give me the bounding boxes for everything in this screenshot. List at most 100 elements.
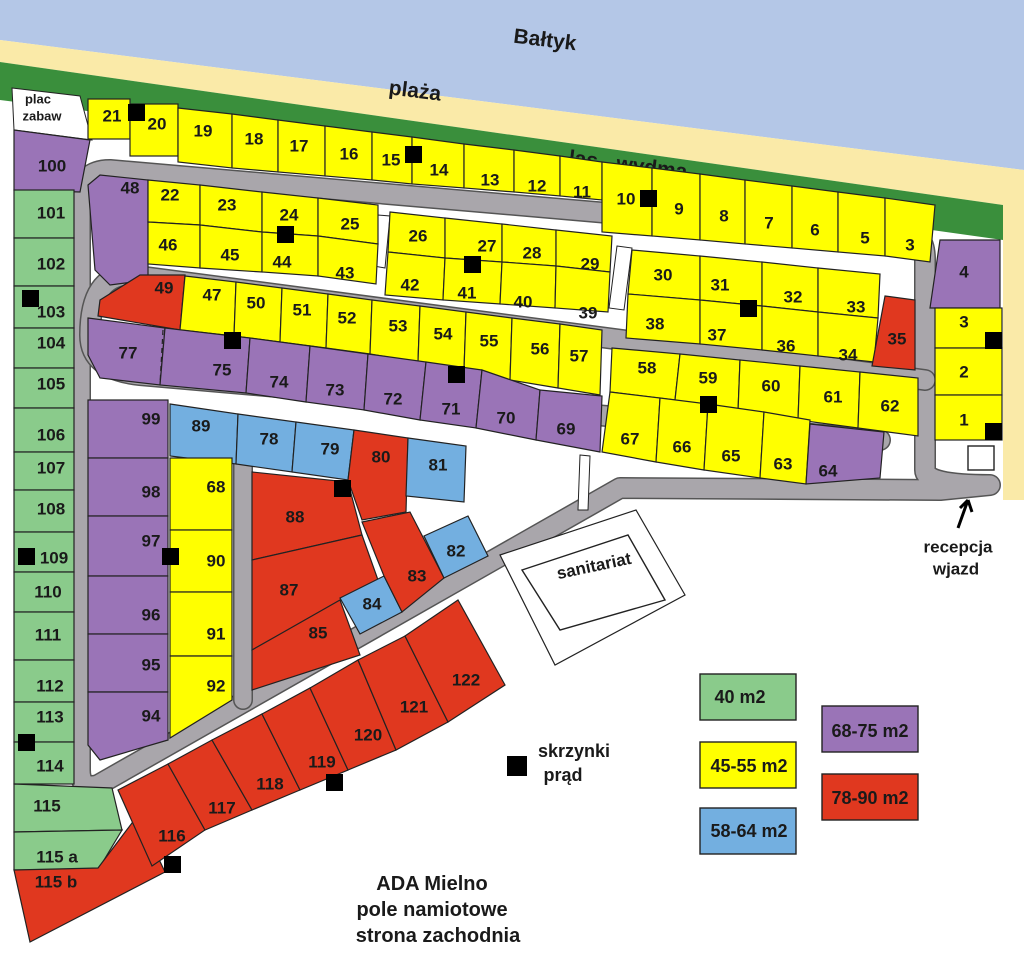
legend-swatch-purple: [821, 705, 919, 753]
plot-104-label: 104: [37, 334, 66, 353]
plot-91[interactable]: [169, 529, 233, 593]
plot-105[interactable]: [13, 367, 75, 409]
power-box-icon[interactable]: [985, 423, 1002, 440]
plot-99[interactable]: [87, 399, 169, 459]
plot-110[interactable]: [13, 571, 75, 613]
power-box-icon[interactable]: [700, 396, 717, 413]
plot-101[interactable]: [13, 189, 75, 239]
plot-106[interactable]: [13, 407, 75, 453]
plot-34-label: 33: [847, 298, 866, 317]
power-box-icon[interactable]: [405, 146, 422, 163]
plot-40-label: 39: [579, 304, 598, 323]
plot-35-label: 35: [888, 330, 907, 349]
plot-52-label: 51: [293, 301, 312, 320]
plot-69[interactable]: [535, 389, 603, 453]
plot-85[interactable]: [251, 599, 361, 691]
power-box-icon[interactable]: [464, 256, 481, 273]
plot-78-label: 78: [260, 430, 279, 449]
plot-97[interactable]: [87, 515, 169, 577]
plot-115[interactable]: [13, 783, 123, 833]
power-box-icon[interactable]: [326, 774, 343, 791]
plot-89-label: 89: [192, 417, 211, 436]
legend-power-box-icon: [507, 756, 527, 776]
plot-108[interactable]: [13, 489, 75, 533]
plot-94[interactable]: [87, 691, 169, 761]
plot-107[interactable]: [13, 451, 75, 491]
plot-95[interactable]: [87, 633, 169, 693]
plot-2[interactable]: [934, 347, 1003, 396]
plot-94-label: 94: [142, 707, 161, 726]
plot-84-label: 84: [363, 595, 382, 614]
legend-label-yellow: 45-55 m2: [710, 756, 787, 776]
power-box-icon[interactable]: [985, 332, 1002, 349]
plot-36-label: 34: [839, 346, 858, 365]
plot-29-label: 28: [523, 244, 542, 263]
plot-13-label: 12: [528, 177, 547, 196]
power-box-icon[interactable]: [640, 190, 657, 207]
plot-98[interactable]: [87, 457, 169, 517]
plot-40[interactable]: [554, 265, 611, 313]
plot-81[interactable]: [405, 437, 467, 503]
plot-16-label: 15: [382, 151, 401, 170]
sanitary-building[interactable]: [520, 534, 667, 631]
plot-5[interactable]: [884, 197, 936, 263]
plot-120-label: 120: [354, 726, 382, 745]
plot-80[interactable]: [347, 429, 409, 521]
plot-108-label: 108: [37, 500, 65, 519]
plot-68[interactable]: [601, 391, 661, 463]
reception-building[interactable]: [967, 445, 995, 471]
plot-66[interactable]: [703, 403, 765, 479]
plot-72[interactable]: [363, 353, 427, 421]
legend-swatch-yellow: [699, 741, 797, 789]
playground[interactable]: [11, 87, 93, 141]
plot-122[interactable]: [404, 599, 506, 723]
plot-79-label: 79: [321, 440, 340, 459]
plot-111[interactable]: [13, 611, 75, 661]
plot-60-label: 59: [699, 369, 718, 388]
power-box-icon[interactable]: [162, 548, 179, 565]
plot-77[interactable]: [87, 317, 166, 386]
plot-74[interactable]: [245, 337, 311, 403]
plot-77-label: 77: [119, 344, 138, 363]
plot-83[interactable]: [361, 511, 445, 613]
plot-93[interactable]: [169, 655, 233, 740]
power-box-icon[interactable]: [18, 548, 35, 565]
plot-56-label: 55: [480, 332, 499, 351]
plot-82[interactable]: [423, 515, 489, 579]
plot-7[interactable]: [791, 185, 839, 253]
playground-label-2: zabaw: [22, 109, 62, 124]
plot-73[interactable]: [305, 345, 369, 411]
plot-18-label: 17: [290, 137, 309, 156]
plot-28-label: 27: [478, 237, 497, 256]
power-box-icon[interactable]: [18, 734, 35, 751]
plot-27-label: 26: [409, 227, 428, 246]
power-box-icon[interactable]: [740, 300, 757, 317]
power-box-icon[interactable]: [164, 856, 181, 873]
map-title: ADA Mielno pole namiotowe strona zachodn…: [356, 873, 521, 947]
plot-63[interactable]: [857, 371, 919, 437]
plot-24-label: 23: [218, 196, 237, 215]
plot-64[interactable]: [805, 423, 885, 485]
plot-85-label: 85: [309, 624, 328, 643]
plot-92[interactable]: [169, 591, 233, 657]
power-box-icon[interactable]: [277, 226, 294, 243]
plot-58[interactable]: [557, 323, 603, 396]
plot-100[interactable]: [13, 129, 91, 193]
plot-35[interactable]: [871, 295, 916, 371]
power-box-icon[interactable]: [334, 480, 351, 497]
power-box-icon[interactable]: [128, 104, 145, 121]
plot-122-label: 122: [452, 671, 480, 690]
plot-4-label: 4: [959, 263, 969, 282]
plots-purple-column: 99 98 97 96 95 94: [87, 399, 169, 761]
plot-58-label: 57: [570, 347, 589, 366]
power-box-icon[interactable]: [224, 332, 241, 349]
plot-32[interactable]: [699, 255, 763, 307]
power-box-icon[interactable]: [22, 290, 39, 307]
plot-44[interactable]: [317, 235, 379, 285]
plot-3-label: 3: [959, 313, 968, 332]
plot-49-label: 49: [155, 279, 174, 298]
plot-55-label: 54: [434, 325, 453, 344]
power-box-icon[interactable]: [448, 366, 465, 383]
plots-east-column: 4 3 2 1: [929, 239, 1003, 441]
plot-112[interactable]: [13, 659, 75, 703]
